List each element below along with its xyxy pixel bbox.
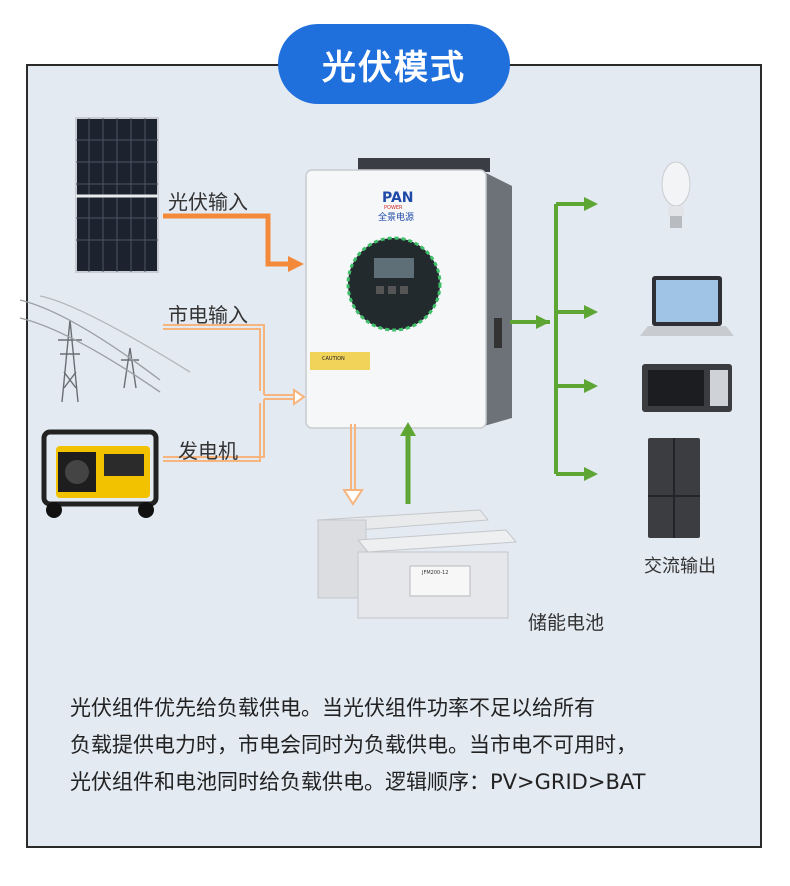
inverter-brand-sub: POWER (384, 205, 403, 211)
battery-model-label: JFM200-12 (421, 570, 448, 576)
bulb-image (661, 161, 691, 228)
battery-charge-arrow (342, 424, 364, 506)
inverter-image (305, 158, 512, 429)
grid-input-label: 市电输入 (168, 303, 248, 327)
pv-input-label: 光伏输入 (168, 190, 248, 214)
generator-label: 发电机 (178, 439, 238, 463)
refrigerator-image (648, 438, 700, 538)
description-text: 光伏组件优先给负载供电。当光伏组件功率不足以给所有 负载提供电力时，市电会同时为… (70, 690, 750, 801)
pv-input-arrow (163, 213, 304, 272)
battery-image (316, 509, 518, 619)
battery-discharge-arrow (400, 422, 416, 504)
inverter-brand: PAN (382, 190, 414, 206)
ac-output-label: 交流输出 (644, 556, 716, 577)
page-title: 光伏模式 (278, 24, 510, 104)
battery-label: 储能电池 (528, 612, 605, 634)
solar-panel-image (75, 117, 159, 273)
inverter-brand-cn: 全景电源 (378, 211, 414, 223)
grid-input-arrow (163, 324, 306, 462)
description-line: 光伏组件优先给负载供电。当光伏组件功率不足以给所有 (70, 696, 595, 720)
generator-image (41, 429, 159, 518)
description-line: 光伏组件和电池同时给负载供电。逻辑顺序：PV>GRID>BAT (70, 770, 646, 794)
inverter-caution-label: CAUTION (322, 356, 345, 362)
description-line: 负载提供电力时，市电会同时为负载供电。当市电不可用时， (70, 733, 637, 757)
ac-output-arrows (510, 197, 598, 481)
grid-tower-image (19, 295, 191, 403)
laptop-image (640, 276, 734, 336)
microwave-image (642, 364, 732, 412)
